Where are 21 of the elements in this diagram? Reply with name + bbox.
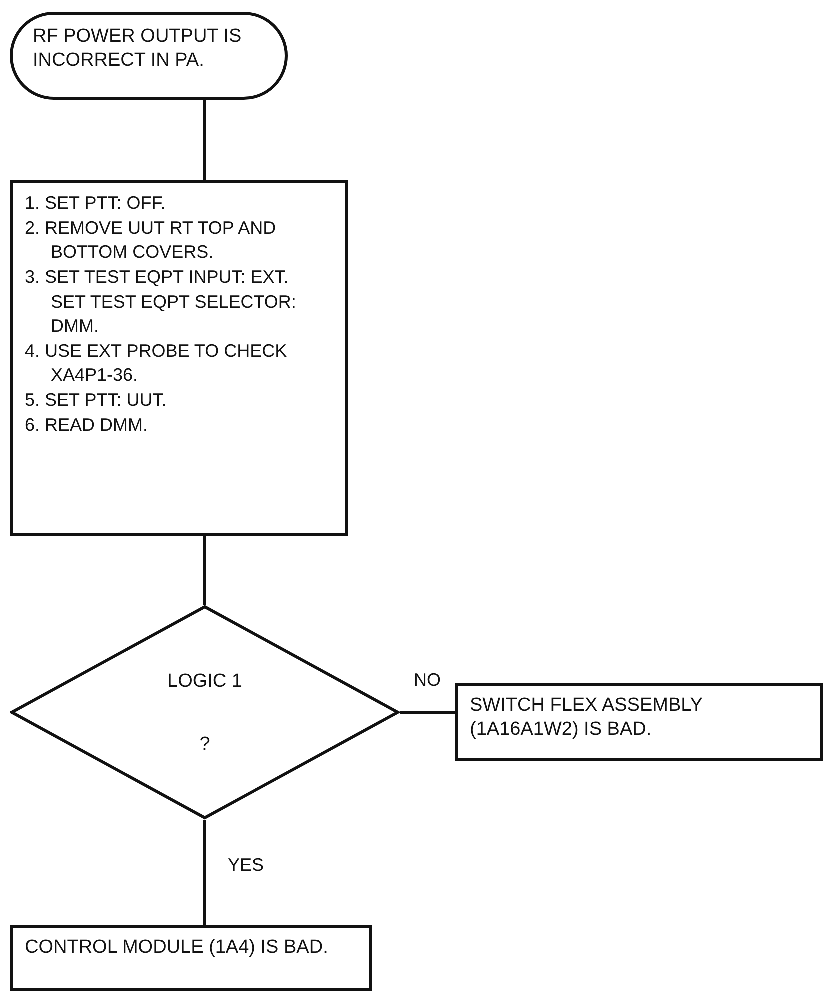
step-text: 1. SET PTT: OFF. xyxy=(25,192,167,215)
box-text: SWITCH FLEX ASSEMBLY (1A16A1W2) IS BAD. xyxy=(470,694,704,742)
step-text: 5. SET PTT: UUT. xyxy=(25,389,168,412)
connector-line xyxy=(400,711,455,714)
step-text: 3. SET TEST EQPT INPUT: EXT. xyxy=(25,266,290,289)
step-text: SET TEST EQPT SELECTOR: DMM. xyxy=(50,291,298,338)
terminal-box xyxy=(10,12,288,100)
box-text: CONTROL MODULE (1A4) IS BAD. xyxy=(25,936,330,960)
connector-line xyxy=(204,536,206,605)
step-text: 2. REMOVE UUT RT TOP AND BOTTOM COVERS. xyxy=(25,217,278,264)
step-text: 4. USE EXT PROBE TO CHECK XA4P1-36. xyxy=(25,340,288,387)
decision-diamond xyxy=(10,605,400,820)
step-text: 6. READ DMM. xyxy=(25,414,150,437)
process-box xyxy=(10,925,372,991)
box-text: RF POWER OUTPUT IS INCORRECT IN PA. xyxy=(33,25,243,73)
process-box xyxy=(10,180,348,536)
decision-text: LOGIC 1 xyxy=(168,670,242,694)
connector-line xyxy=(204,100,206,180)
process-box xyxy=(455,683,823,761)
connector-line xyxy=(204,820,206,925)
decision-text: ? xyxy=(200,734,210,756)
